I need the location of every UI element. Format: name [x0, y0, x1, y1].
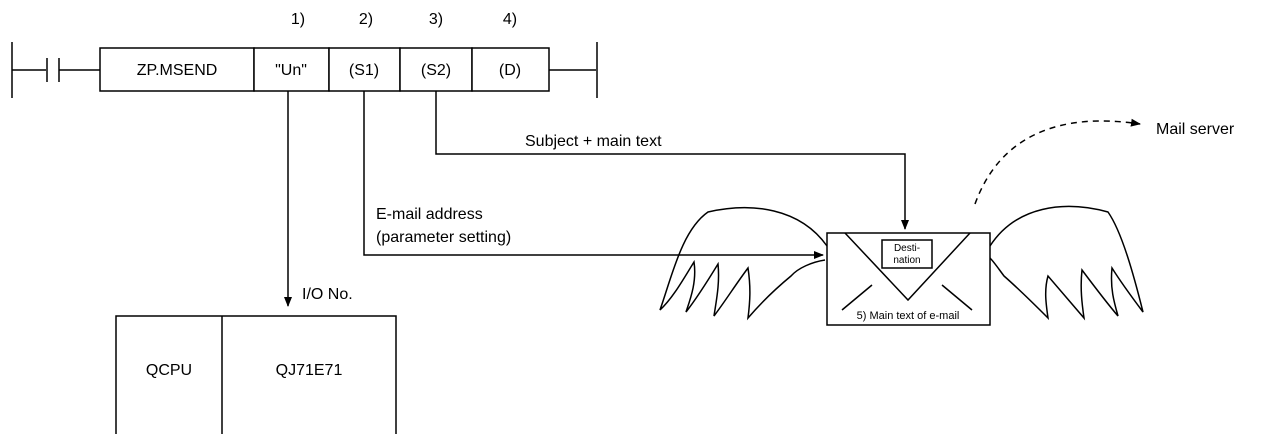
email-address-label: E-mail address: [376, 206, 483, 223]
operand-number-1: 1): [291, 11, 305, 28]
ladder-rung: [11, 42, 598, 98]
io-number-label: I/O No.: [302, 286, 353, 303]
qj71e71-label: QJ71E71: [276, 362, 343, 379]
left-wing-icon: [659, 207, 828, 321]
operand-box-d: [471, 47, 550, 92]
operand-s1: (S1): [349, 62, 379, 79]
instruction-name: ZP.MSEND: [137, 62, 218, 79]
subject-label: Subject + main text: [525, 133, 662, 150]
email-envelope-icon: [826, 232, 991, 326]
operand-un: "Un": [275, 62, 307, 79]
operand-box-un: [253, 47, 330, 92]
right-wing-icon: [989, 205, 1144, 321]
operand-number-2: 2): [359, 11, 373, 28]
email-address-arrow: [363, 91, 824, 259]
qcpu-label: QCPU: [146, 362, 192, 379]
mail-server-arrow: [974, 118, 1141, 205]
mail-server-label: Mail server: [1156, 121, 1235, 138]
operand-s2: (S2): [421, 62, 451, 79]
email-body-caption: 5) Main text of e-mail: [857, 310, 960, 322]
destination-label-2: nation: [893, 255, 920, 266]
operand-number-4: 4): [503, 11, 517, 28]
operand-d: (D): [499, 62, 521, 79]
destination-label-1: Desti-: [894, 243, 920, 254]
plc-unit: [115, 315, 397, 434]
parameter-setting-label: (parameter setting): [376, 229, 511, 246]
instruction-box: [99, 47, 255, 92]
operand-number-3: 3): [429, 11, 443, 28]
subject-text-arrow: [435, 91, 909, 230]
operand-box-s1: [328, 47, 401, 92]
